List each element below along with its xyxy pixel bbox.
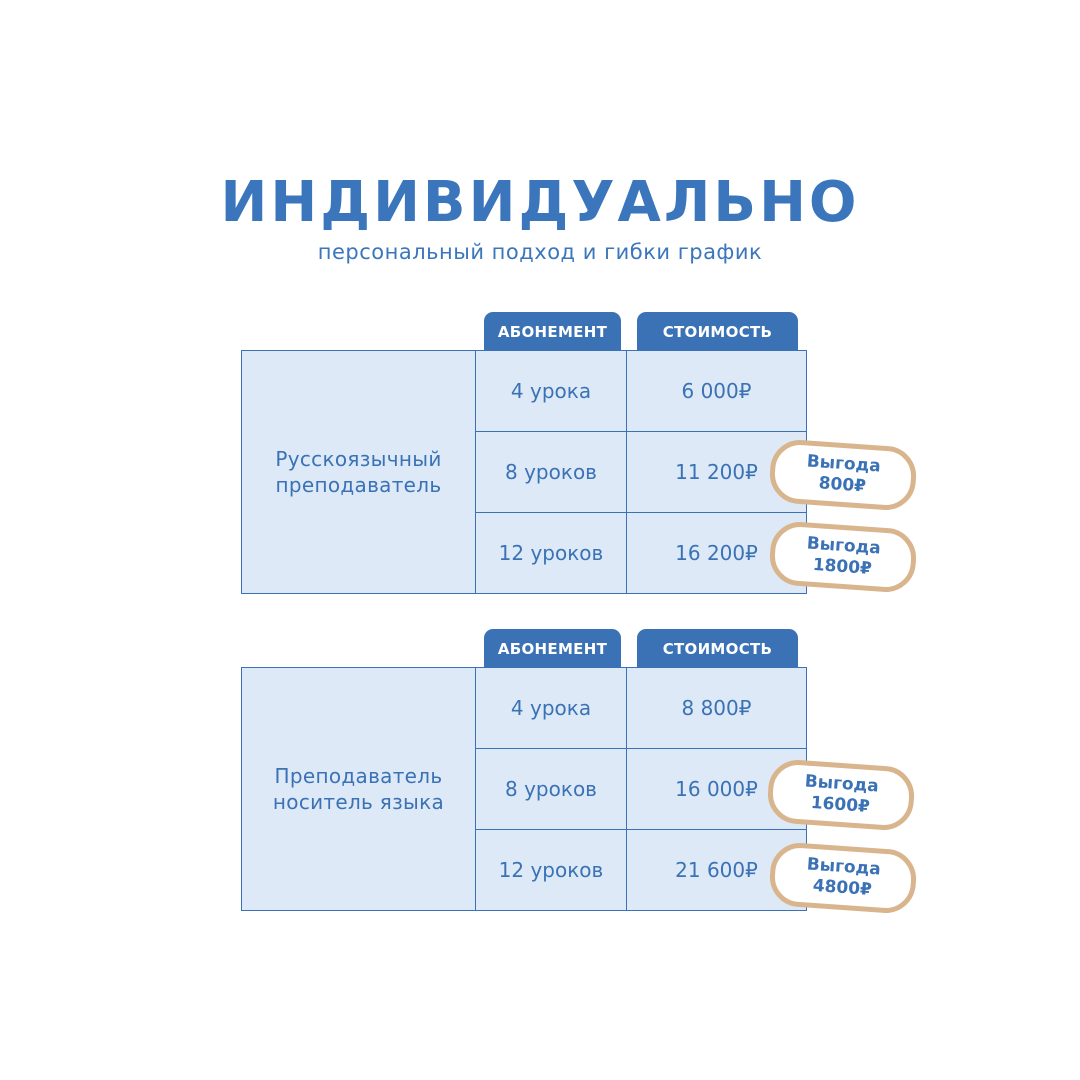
lessons-cell: 8 уроков [476, 431, 627, 512]
lessons-cell: 12 уроков [476, 512, 627, 593]
lessons-cell: 4 урока [476, 668, 627, 748]
pricing-grid: Русскоязычный преподаватель 4 урока 6 00… [241, 350, 807, 594]
header-cost: СТОИМОСТЬ [637, 312, 798, 351]
page-subtitle: персональный подход и гибки график [317, 240, 763, 264]
pricing-table-native-teacher: АБОНЕМЕНТ СТОИМОСТЬ Преподаватель носите… [241, 629, 919, 916]
header-subscription: АБОНЕМЕНТ [484, 312, 621, 351]
pricing-table-russian-teacher: АБОНЕМЕНТ СТОИМОСТЬ Русскоязычный препод… [241, 312, 919, 595]
header-subscription: АБОНЕМЕНТ [484, 629, 621, 668]
teacher-type: Преподаватель носитель языка [242, 668, 476, 910]
lessons-cell: 8 уроков [476, 748, 627, 829]
savings-badge: Выгода 1800₽ [767, 519, 919, 595]
teacher-type: Русскоязычный преподаватель [242, 351, 476, 593]
price-cell: 16 200₽ [627, 512, 806, 593]
savings-value: 800₽ [817, 473, 867, 497]
price-cell: 16 000₽ [627, 748, 806, 829]
page-title: ИНДИВИДУАЛЬНО [220, 170, 860, 235]
lessons-cell: 12 уроков [476, 829, 627, 910]
savings-badge: Выгода 4800₽ [767, 840, 919, 916]
pricing-grid: Преподаватель носитель языка 4 урока 8 8… [241, 667, 807, 911]
savings-value: 1600₽ [810, 792, 871, 818]
header-cost: СТОИМОСТЬ [637, 629, 798, 668]
price-cell: 6 000₽ [681, 379, 752, 403]
price-cell: 21 600₽ [627, 829, 806, 910]
savings-value: 1800₽ [812, 554, 873, 580]
lessons-cell: 4 урока [476, 351, 627, 431]
savings-label: Выгода [806, 451, 882, 477]
price-cell: 8 800₽ [681, 696, 752, 720]
savings-badge: Выгода 1600₽ [765, 757, 917, 833]
savings-value: 4800₽ [812, 875, 873, 901]
price-cell: 11 200₽ [627, 431, 806, 512]
savings-badge: Выгода 800₽ [767, 437, 919, 513]
